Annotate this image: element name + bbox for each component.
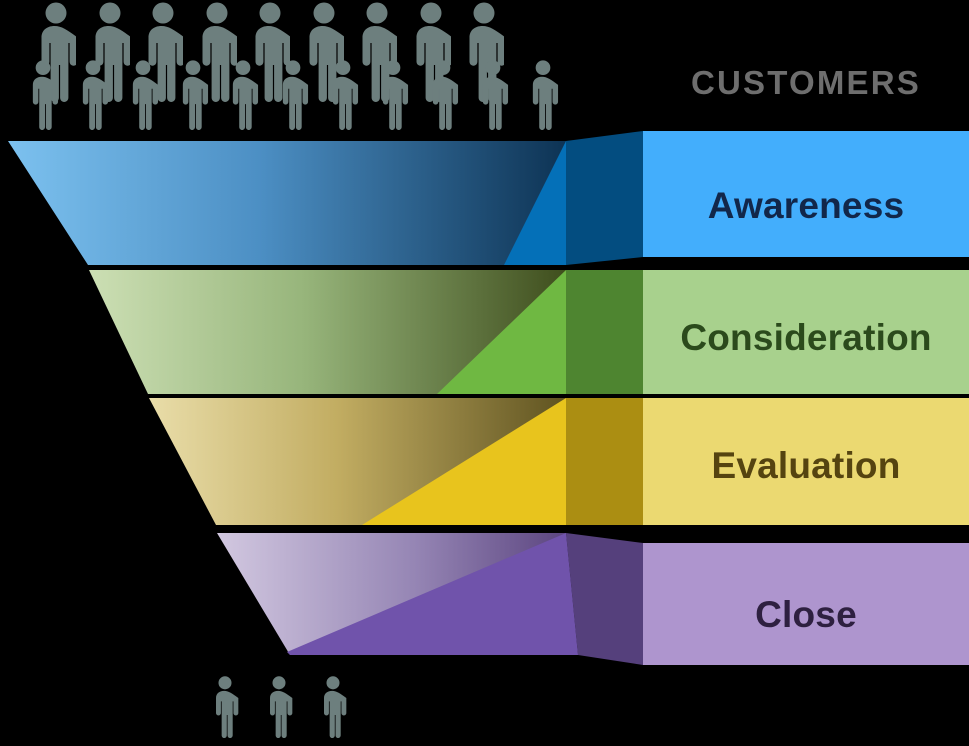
- funnel-strip-awareness: [504, 141, 566, 265]
- funnel-band-consideration[interactable]: [89, 270, 969, 394]
- stage-label-awareness: Awareness: [707, 185, 905, 226]
- customers-heading: CUSTOMERS: [690, 64, 922, 101]
- person-icon: [282, 60, 309, 130]
- person-icon: [41, 2, 76, 102]
- person-icon: [382, 60, 409, 130]
- person-icon: [532, 60, 559, 130]
- funnel-fold-evaluation: [566, 398, 643, 525]
- person-icon: [482, 60, 509, 130]
- person-icon: [255, 2, 290, 102]
- funnel-strip-close: [287, 533, 578, 655]
- funnel-strip-evaluation: [362, 398, 566, 525]
- stage-label-consideration: Consideration: [680, 317, 932, 358]
- person-icon: [95, 2, 130, 102]
- person-icon: [148, 2, 183, 102]
- person-icon: [270, 676, 293, 738]
- label-panel-consideration[interactable]: [643, 270, 969, 394]
- person-icon: [216, 676, 239, 738]
- funnel-band-awareness[interactable]: [8, 131, 969, 265]
- person-icon: [332, 60, 359, 130]
- person-icon: [132, 60, 159, 130]
- funnel-fold-close: [566, 533, 643, 665]
- funnel-band-close[interactable]: [217, 533, 969, 665]
- stage-label-close: Close: [755, 594, 857, 635]
- people-group-top-back: [36, 2, 504, 102]
- stage-label-evaluation: Evaluation: [711, 445, 901, 486]
- label-panel-awareness[interactable]: [643, 131, 969, 257]
- funnel-strip-consideration: [437, 270, 566, 394]
- people-group-top-front: [24, 60, 562, 130]
- funnel-fold-awareness: [566, 131, 643, 265]
- funnel-band-evaluation[interactable]: [149, 398, 969, 525]
- person-icon: [232, 60, 259, 130]
- person-icon: [324, 676, 347, 738]
- person-icon: [432, 60, 459, 130]
- funnel-body-consideration: [89, 270, 566, 394]
- funnel-fold-consideration: [566, 270, 643, 394]
- person-icon: [182, 60, 209, 130]
- label-panel-close[interactable]: [643, 543, 969, 665]
- person-icon: [202, 2, 237, 102]
- people-group-bottom: [209, 676, 349, 738]
- person-icon: [82, 60, 109, 130]
- label-panel-evaluation[interactable]: [643, 398, 969, 525]
- funnel-body-awareness: [8, 141, 566, 265]
- person-icon: [32, 60, 59, 130]
